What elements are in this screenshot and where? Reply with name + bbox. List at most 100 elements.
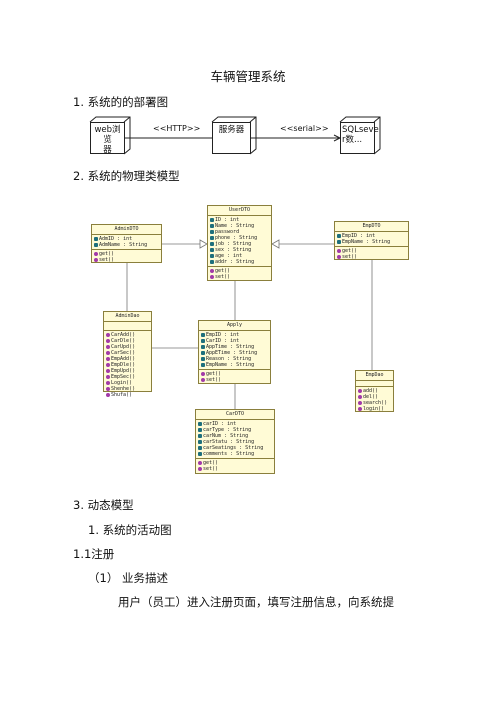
- section-2-number: 2.: [73, 169, 84, 183]
- class-cardto-operations: get() set(): [196, 459, 274, 473]
- class-userdto-attr: addr : String: [210, 259, 269, 265]
- class-admindao-operations: CarAdd() CarDle() CarUpd() CarSec() EmpA…: [104, 331, 151, 399]
- class-admindto-name: AdminDTO: [92, 225, 161, 235]
- class-apply-attr: CarID : int: [201, 338, 268, 344]
- link-serial-label: <<serial>>: [280, 124, 329, 133]
- class-admindto-operations: get() set(): [92, 250, 161, 264]
- class-empdto-attr: EmpName : String: [337, 239, 406, 245]
- subsection-1-number: 1.: [88, 523, 99, 537]
- class-cardto-attr: carID : int: [198, 421, 272, 427]
- inherit-arrow-emp: [271, 239, 280, 249]
- link-serial-arrowhead: [333, 134, 342, 142]
- class-apply-op: get(): [201, 371, 268, 377]
- class-apply-attr: EmpName : String: [201, 362, 268, 368]
- class-cardto-attr: carStatu : String: [198, 439, 272, 445]
- class-admindao-op: Shenhe(): [106, 386, 149, 392]
- class-apply-attr: AppTime : String: [201, 344, 268, 350]
- class-admindao-op: CarAdd(): [106, 332, 149, 338]
- class-admindao: AdminDao CarAdd() CarDle() CarUpd() CarS…: [103, 311, 152, 398]
- class-apply-operations: get() set(): [199, 370, 270, 384]
- class-empdto-name: EmpDTO: [335, 222, 408, 232]
- node-server-line1: 服务器: [218, 125, 245, 135]
- section-3-number: 3.: [73, 498, 84, 512]
- class-apply-attr: EmpID : int: [201, 332, 268, 338]
- class-admindto: AdminDTO AdmID : int AdmName : String ge…: [91, 224, 162, 263]
- node-sql-line1: SQLseve: [342, 125, 379, 135]
- class-admindao-op: CarUpd(): [106, 344, 149, 350]
- class-empdao-name: EmpDao: [356, 371, 393, 381]
- class-empdao-attributes: [356, 381, 393, 387]
- class-userdto-attr: ID : int: [210, 217, 269, 223]
- document-title: 车辆管理系统: [210, 69, 286, 84]
- class-apply-name: Apply: [199, 321, 270, 331]
- class-admindao-op: EmpDle(): [106, 362, 149, 368]
- subsection-1-1-heading: 1.1注册: [73, 547, 115, 561]
- node-browser-line1: web浏览: [94, 125, 121, 145]
- class-userdto-attr: job : String: [210, 241, 269, 247]
- class-cardto-attr: carNum : String: [198, 433, 272, 439]
- class-userdto-attributes: ID : int Name : String password phone : …: [208, 216, 271, 267]
- class-admindto-op: set(): [94, 257, 159, 263]
- class-empdao-operations: add() del() search() login(): [356, 387, 393, 413]
- section-2-text: 系统的物理类模型: [87, 169, 180, 183]
- class-admindto-op: get(): [94, 251, 159, 257]
- class-cardto-attributes: carID : int carType : String carNum : St…: [196, 420, 274, 459]
- class-admindao-attributes: [104, 322, 151, 331]
- class-cardto-attr: comments : String: [198, 451, 272, 457]
- class-apply: Apply EmpID : int CarID : int AppTime : …: [198, 320, 271, 384]
- subsection-1-heading: 1. 系统的活动图: [88, 522, 172, 538]
- class-admindao-op: EmpUpd(): [106, 368, 149, 374]
- class-admindto-attributes: AdmID : int AdmName : String: [92, 235, 161, 250]
- class-cardto-op: get(): [198, 460, 272, 466]
- class-empdao-op: login(): [358, 406, 391, 412]
- section-3-text: 动态模型: [87, 498, 134, 512]
- inherit-arrow-admin: [199, 239, 208, 249]
- item-1-number: （1）: [88, 571, 119, 585]
- class-apply-attr: Reason : String: [201, 356, 268, 362]
- item-1-heading: （1） 业务描述: [88, 570, 168, 586]
- class-cardto-op: set(): [198, 466, 272, 472]
- class-cardto: CarDTO carID : int carType : String carN…: [195, 409, 275, 474]
- class-admindto-attr: AdmID : int: [94, 236, 159, 242]
- class-cardto-attr: carType : String: [198, 427, 272, 433]
- class-admindao-op: Login(): [106, 380, 149, 386]
- class-apply-op: set(): [201, 377, 268, 383]
- class-userdto-attr: sex : String: [210, 247, 269, 253]
- class-userdto-attr: password: [210, 229, 269, 235]
- node-sql-line2: r数...: [342, 135, 363, 145]
- class-cardto-name: CarDTO: [196, 410, 274, 420]
- class-empdao: EmpDao add() del() search() login(): [355, 370, 394, 412]
- class-admindao-op: Shufa(): [106, 392, 149, 398]
- section-1-text: 系统的的部署图: [87, 95, 169, 109]
- class-userdto-op: get(): [210, 268, 269, 274]
- subsection-1-text: 系统的活动图: [102, 523, 172, 537]
- class-userdto-op: set(): [210, 274, 269, 280]
- section-1-number: 1.: [73, 95, 84, 109]
- item-1-text: 业务描述: [121, 571, 168, 585]
- class-empdao-op: del(): [358, 394, 391, 400]
- link-http-label: <<HTTP>>: [153, 124, 201, 133]
- class-userdto-operations: get() set(): [208, 267, 271, 281]
- class-apply-attributes: EmpID : int CarID : int AppTime : String…: [199, 331, 270, 370]
- class-admindto-attr: AdmName : String: [94, 242, 159, 248]
- class-admindao-op: CarDle(): [106, 338, 149, 344]
- class-userdto: UserDTO ID : int Name : String password …: [207, 205, 272, 281]
- class-empdao-op: search(): [358, 400, 391, 406]
- class-apply-attr: AppETime : String: [201, 350, 268, 356]
- class-empdto-op: set(): [337, 254, 406, 260]
- section-1-heading: 1. 系统的的部署图: [73, 94, 168, 110]
- class-userdto-attr: Name : String: [210, 223, 269, 229]
- class-userdto-attr: age : int: [210, 253, 269, 259]
- class-empdto-operations: get() set(): [335, 247, 408, 261]
- node-browser-line2: 器: [103, 145, 112, 155]
- class-empdto-op: get(): [337, 248, 406, 254]
- class-empdto-attr: EmpID : int: [337, 233, 406, 239]
- class-admindao-op: CarSec(): [106, 350, 149, 356]
- paragraph-text: 用户（员工）进入注册页面，填写注册信息，向系统提: [118, 595, 394, 609]
- class-admindao-op: EmpSec(): [106, 374, 149, 380]
- class-cardto-attr: carSeatings : String: [198, 445, 272, 451]
- class-empdto: EmpDTO EmpID : int EmpName : String get(…: [334, 221, 409, 260]
- class-userdto-name: UserDTO: [208, 206, 271, 216]
